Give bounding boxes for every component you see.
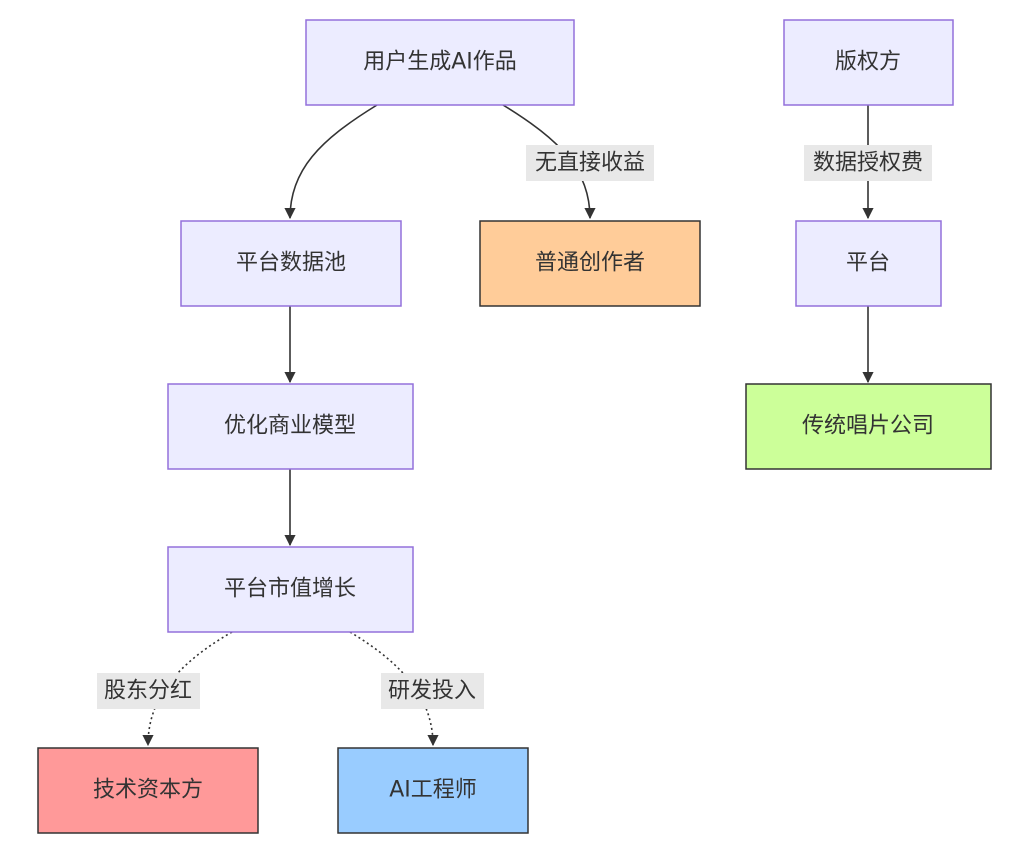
node-ordinary-creator-label: 普通创作者	[535, 251, 645, 276]
edge-user-works-to-data-pool	[284, 104, 378, 220]
node-optimize-business-model-label: 优化商业模型	[224, 414, 356, 439]
node-platform-data-pool: 平台数据池	[180, 220, 402, 307]
node-platform-market-value: 平台市值增长	[167, 546, 414, 633]
node-ai-engineer-label: AI工程师	[389, 778, 477, 803]
edge-label-rd-investment-text: 研发投入	[388, 679, 476, 704]
node-optimize-business-model: 优化商业模型	[167, 383, 414, 470]
node-platform: 平台	[795, 220, 942, 307]
node-traditional-record-company: 传统唱片公司	[745, 383, 992, 470]
node-user-ai-works-label: 用户生成AI作品	[363, 50, 517, 75]
edge-market-value-to-capital	[142, 631, 233, 747]
node-ai-engineer: AI工程师	[337, 747, 529, 834]
node-traditional-record-company-label: 传统唱片公司	[802, 414, 934, 439]
edge-label-shareholder-dividend: 股东分红	[97, 673, 200, 709]
node-tech-capital: 技术资本方	[37, 747, 259, 834]
node-platform-data-pool-label: 平台数据池	[236, 251, 346, 276]
node-user-ai-works: 用户生成AI作品	[305, 19, 575, 106]
node-platform-market-value-label: 平台市值增长	[224, 577, 356, 602]
node-platform-label: 平台	[846, 251, 890, 276]
edge-label-rd-investment: 研发投入	[381, 673, 484, 709]
node-tech-capital-label: 技术资本方	[93, 778, 203, 803]
node-copyright-holder-label: 版权方	[835, 50, 901, 75]
node-ordinary-creator: 普通创作者	[479, 220, 701, 307]
edge-label-data-license-fee: 数据授权费	[804, 145, 932, 181]
edge-label-no-direct-income-text: 无直接收益	[535, 151, 645, 176]
edge-label-shareholder-dividend-text: 股东分红	[104, 679, 192, 704]
edge-label-no-direct-income: 无直接收益	[526, 145, 654, 181]
edge-label-data-license-fee-text: 数据授权费	[813, 151, 923, 176]
node-copyright-holder: 版权方	[783, 19, 954, 106]
